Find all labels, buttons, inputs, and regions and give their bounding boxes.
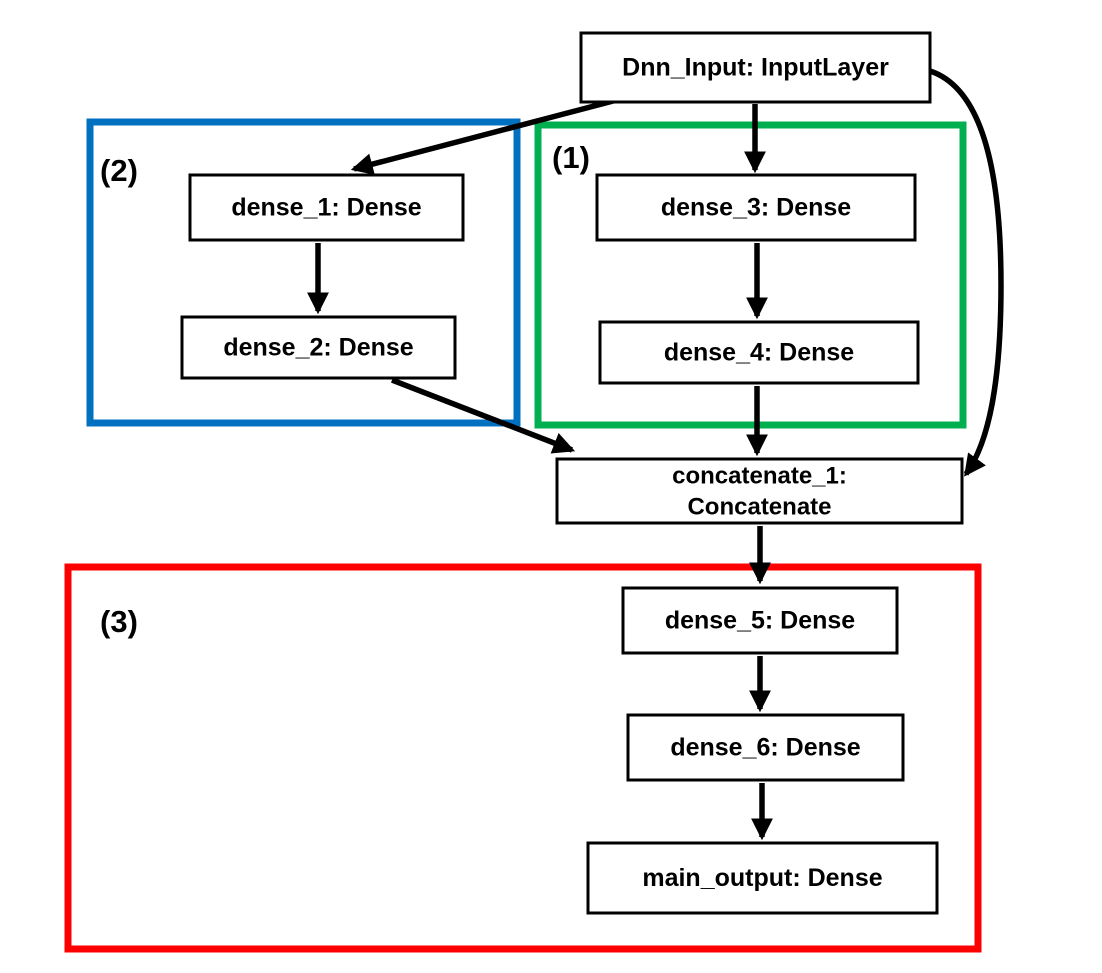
node-main-output-label: main_output: Dense — [642, 864, 882, 892]
edge-dnn-input-to-concatenate-1 — [929, 68, 1004, 477]
node-dense-4-label: dense_4: Dense — [664, 339, 854, 367]
node-dnn-input-label: Dnn_Input: InputLayer — [622, 54, 889, 82]
edge-dense-2-to-concatenate-1 — [391, 377, 576, 454]
node-concatenate-1-label-line1: concatenate_1: — [672, 463, 847, 490]
node-dense-2 — [180, 315, 457, 380]
node-concatenate-1 — [555, 457, 964, 525]
node-dense-3-label: dense_3: Dense — [661, 194, 851, 222]
node-dense-1-label: dense_1: Dense — [231, 194, 421, 222]
node-dense-5 — [621, 586, 899, 655]
group-1-label: (1) — [552, 140, 590, 175]
node-dnn-input — [579, 31, 932, 104]
node-concatenate-1-label-line2: Concatenate — [687, 494, 831, 521]
node-dense-3 — [595, 173, 917, 242]
node-dense-4 — [598, 320, 920, 385]
node-dense-1 — [188, 173, 465, 242]
node-dense-6 — [626, 713, 905, 782]
group-1-box — [534, 121, 967, 429]
node-dense-6-label: dense_6: Dense — [670, 734, 860, 762]
group-3-label: (3) — [100, 604, 138, 639]
group-2-label: (2) — [100, 153, 138, 188]
node-dense-5-label: dense_5: Dense — [665, 607, 855, 635]
group-2-box — [86, 118, 521, 427]
group-3-box — [64, 563, 982, 953]
node-main-output — [586, 841, 939, 915]
node-dense-2-label: dense_2: Dense — [223, 334, 413, 362]
edge-dnn-input-to-dense-1 — [350, 97, 618, 175]
